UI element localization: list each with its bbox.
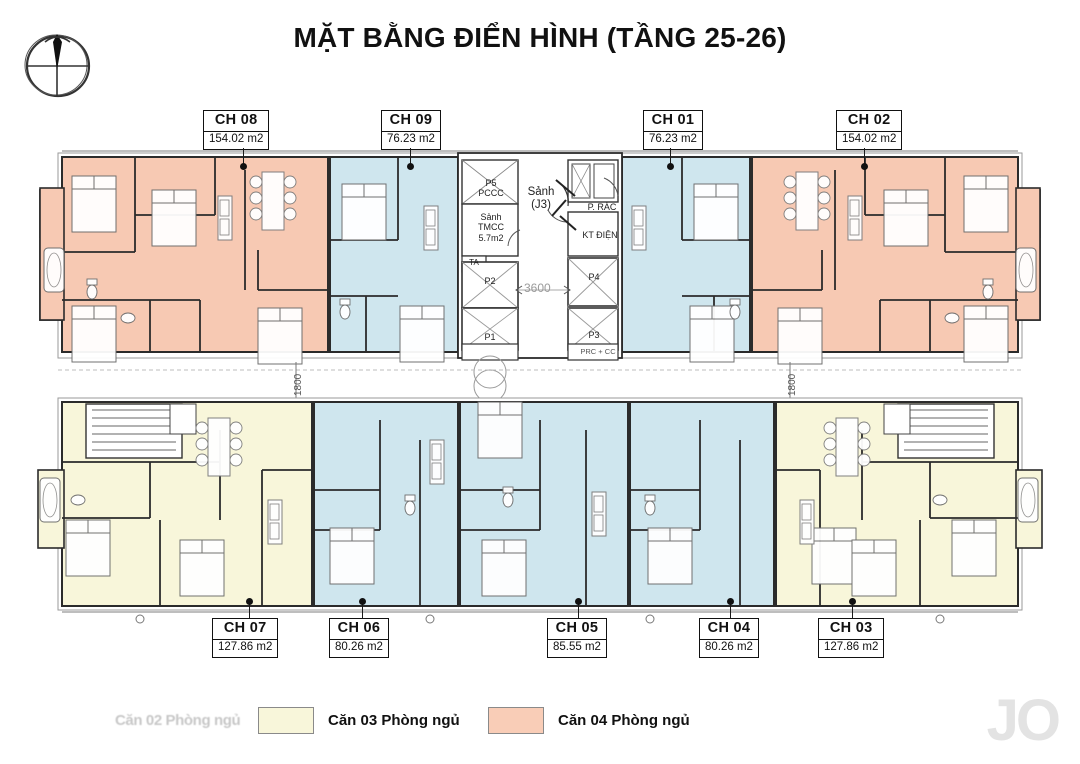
unit-area: 76.23 m2 (643, 132, 703, 150)
leader-dot-ch09 (407, 163, 414, 170)
unit-code: CH 03 (818, 618, 885, 641)
core-label-prc-cc: PRC + CC (580, 347, 616, 356)
leader-dot-ch04 (727, 598, 734, 605)
unit-code: CH 07 (212, 618, 279, 641)
legend-swatch-4br (488, 706, 544, 734)
unit-tag-ch03[interactable]: CH 03 127.86 m2 (818, 618, 885, 658)
unit-area: 85.55 m2 (547, 640, 607, 658)
unit-code: CH 05 (547, 618, 607, 641)
unit-tag-ch06[interactable]: CH 06 80.26 m2 (329, 618, 389, 658)
watermark-logo: JO (986, 688, 1061, 753)
legend-swatch-2br (45, 706, 101, 734)
core-label-p1: P1 (484, 332, 496, 342)
leader-line-ch06 (362, 600, 364, 618)
core-label-p3: P3 (588, 330, 600, 340)
core-label-electrical: KT ĐIỆN (582, 230, 618, 240)
unit-tag-ch05[interactable]: CH 05 85.55 m2 (547, 618, 607, 658)
legend-item-4br: Căn 04 Phòng ngủ (488, 703, 690, 737)
leader-dot-ch05 (575, 598, 582, 605)
unit-area: 80.26 m2 (699, 640, 759, 658)
leader-line-ch08 (243, 148, 245, 168)
unit-tag-ch04[interactable]: CH 04 80.26 m2 (699, 618, 759, 658)
legend-label-3br: Căn 03 Phòng ngủ (328, 711, 460, 729)
core-label-p2: P2 (484, 276, 496, 286)
unit-code: CH 02 (836, 110, 903, 133)
compass-north-icon (18, 26, 96, 104)
core-label-ta: TA (469, 258, 479, 267)
leader-dot-ch07 (246, 598, 253, 605)
leader-line-ch03 (852, 600, 854, 618)
leader-dot-ch02 (861, 163, 868, 170)
leader-line-ch09 (410, 148, 412, 168)
unit-tag-ch08[interactable]: CH 08 154.02 m2 (203, 110, 270, 150)
unit-tag-ch01[interactable]: CH 01 76.23 m2 (643, 110, 703, 150)
dimension-3600: 3600 (524, 281, 551, 295)
unit-area: 80.26 m2 (329, 640, 389, 658)
unit-area: 154.02 m2 (203, 132, 270, 150)
unit-area: 76.23 m2 (381, 132, 441, 150)
leader-dot-ch06 (359, 598, 366, 605)
leader-dot-ch03 (849, 598, 856, 605)
leader-line-ch02 (864, 148, 866, 168)
unit-tag-ch02[interactable]: CH 02 154.02 m2 (836, 110, 903, 150)
core-label-lobby: Sảnh(J3) (527, 186, 555, 212)
unit-area: 127.86 m2 (818, 640, 885, 658)
unit-code: CH 01 (643, 110, 703, 133)
leader-dot-ch01 (667, 163, 674, 170)
legend-label-4br: Căn 04 Phòng ngủ (558, 711, 690, 729)
leader-dot-ch08 (240, 163, 247, 170)
unit-area: 127.86 m2 (212, 640, 279, 658)
legend-swatch-3br (258, 706, 314, 734)
leader-line-ch01 (670, 148, 672, 168)
core-label-garbage: P. RÁC (587, 202, 617, 212)
legend-label-2br: Căn 02 Phòng ngủ (115, 711, 241, 729)
core-label-p4: P4 (588, 272, 600, 282)
unit-code: CH 06 (329, 618, 389, 641)
unit-code: CH 04 (699, 618, 759, 641)
dimension-1800-left: 1800 (293, 373, 304, 396)
leader-line-ch04 (730, 600, 732, 618)
unit-code: CH 08 (203, 110, 270, 133)
legend-item-3br: Căn 03 Phòng ngủ (258, 703, 460, 737)
legend: Căn 02 Phòng ngủ Căn 03 Phòng ngủ Căn 04… (45, 703, 1005, 737)
leader-line-ch05 (578, 600, 580, 618)
unit-code: CH 09 (381, 110, 441, 133)
unit-tag-ch09[interactable]: CH 09 76.23 m2 (381, 110, 441, 150)
page-title: MẶT BẰNG ĐIỂN HÌNH (TẦNG 25-26) (293, 22, 787, 53)
unit-area: 154.02 m2 (836, 132, 903, 150)
dimension-1800-right: 1800 (787, 373, 798, 396)
leader-line-ch07 (249, 600, 251, 618)
unit-tag-ch07[interactable]: CH 07 127.86 m2 (212, 618, 279, 658)
legend-item-2br: Căn 02 Phòng ngủ (45, 703, 241, 737)
